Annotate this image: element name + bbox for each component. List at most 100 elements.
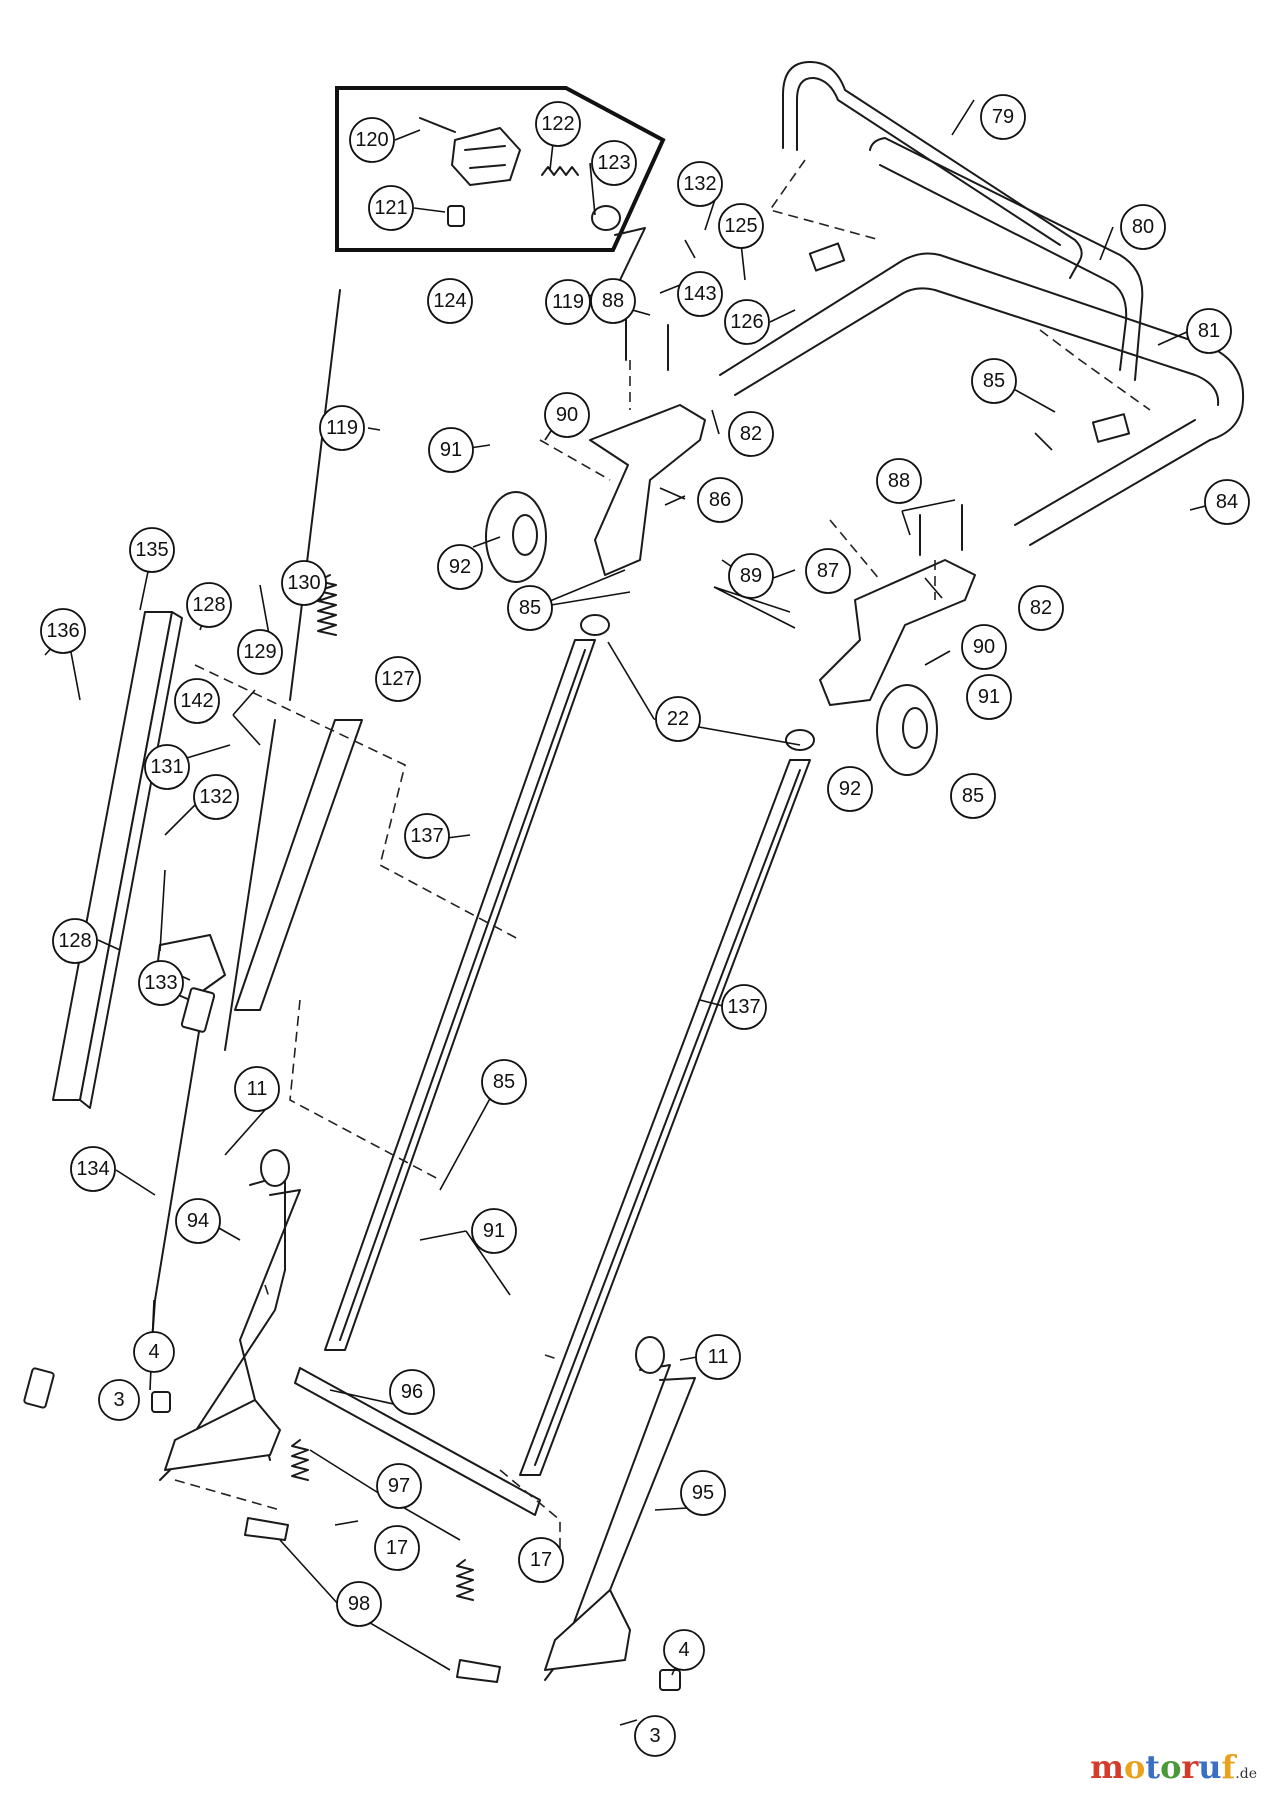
svg-text:85: 85 [962, 785, 984, 807]
callout-81: 81 [1186, 308, 1232, 354]
callout-11-left: 11 [234, 1066, 280, 1112]
svg-text:95: 95 [692, 1482, 714, 1504]
callout-17-left: 17 [374, 1525, 420, 1571]
svg-text:136: 136 [46, 620, 79, 642]
callout-121: 121 [368, 185, 414, 231]
svg-text:17: 17 [530, 1549, 552, 1571]
svg-text:137: 137 [410, 825, 443, 847]
logo-suffix: .de [1235, 1766, 1257, 1782]
callout-85-left: 85 [507, 585, 553, 631]
callout-128-lower: 128 [52, 918, 98, 964]
callout-11-right: 11 [695, 1334, 741, 1380]
svg-text:132: 132 [683, 173, 716, 195]
callout-87: 87 [805, 548, 851, 594]
svg-text:143: 143 [683, 283, 716, 305]
callout-120: 120 [349, 117, 395, 163]
svg-text:131: 131 [150, 756, 183, 778]
callout-91-left: 91 [428, 427, 474, 473]
inset-frame [335, 86, 666, 252]
logo-letter-r: r [1181, 1748, 1199, 1786]
svg-text:128: 128 [192, 594, 225, 616]
svg-text:125: 125 [724, 215, 757, 237]
svg-text:85: 85 [493, 1071, 515, 1093]
svg-text:94: 94 [187, 1210, 209, 1232]
callout-82-upper: 82 [728, 411, 774, 457]
callout-132-left: 132 [193, 774, 239, 820]
svg-text:3: 3 [649, 1725, 660, 1747]
svg-text:89: 89 [740, 565, 762, 587]
svg-text:124: 124 [433, 290, 466, 312]
svg-text:134: 134 [76, 1158, 109, 1180]
pivot-brackets [485, 314, 976, 776]
callout-132-inset: 132 [677, 161, 723, 207]
callout-119-inset: 119 [545, 279, 591, 325]
svg-text:142: 142 [180, 690, 213, 712]
svg-text:85: 85 [983, 370, 1005, 392]
motoruf-logo: motoruf.de [1090, 1748, 1257, 1786]
callout-124: 124 [427, 278, 473, 324]
callout-142: 142 [174, 678, 220, 724]
logo-letter-u: u [1198, 1748, 1222, 1786]
leader-lines [44, 99, 1218, 1726]
side-rails [324, 614, 815, 1476]
callout-130: 130 [281, 560, 327, 606]
svg-text:92: 92 [449, 556, 471, 578]
callout-92-left: 92 [437, 544, 483, 590]
left-controls [23, 289, 521, 1409]
svg-text:129: 129 [243, 641, 276, 663]
upper-handle [719, 61, 1245, 546]
svg-text:88: 88 [888, 470, 910, 492]
callout-22: 22 [655, 696, 701, 742]
callout-3-right: 3 [634, 1715, 676, 1757]
callout-125: 125 [718, 203, 764, 249]
callout-137-left: 137 [404, 813, 450, 859]
callout-98: 98 [336, 1581, 382, 1627]
svg-text:127: 127 [381, 668, 414, 690]
svg-text:135: 135 [135, 539, 168, 561]
callout-128-upper: 128 [186, 582, 232, 628]
callout-95: 95 [680, 1470, 726, 1516]
callout-85-upper: 85 [971, 358, 1017, 404]
callout-131: 131 [144, 744, 190, 790]
svg-text:3: 3 [113, 1389, 124, 1411]
callout-122: 122 [535, 101, 581, 147]
callout-91-lower: 91 [471, 1208, 517, 1254]
inset-parts [419, 117, 646, 281]
logo-letter-t: t [1145, 1748, 1161, 1786]
callout-84: 84 [1204, 479, 1250, 525]
logo-letter-m: m [1090, 1748, 1124, 1786]
callout-119-cable: 119 [319, 405, 365, 451]
callout-90-right: 90 [961, 624, 1007, 670]
svg-text:22: 22 [667, 708, 689, 730]
svg-text:90: 90 [973, 636, 995, 658]
svg-text:133: 133 [144, 972, 177, 994]
svg-text:88: 88 [602, 290, 624, 312]
svg-text:97: 97 [388, 1475, 410, 1497]
svg-text:86: 86 [709, 489, 731, 511]
callout-96: 96 [389, 1369, 435, 1415]
svg-text:130: 130 [287, 572, 320, 594]
svg-text:91: 91 [440, 439, 462, 461]
callout-88-right: 88 [876, 458, 922, 504]
svg-text:4: 4 [678, 1639, 689, 1661]
callout-94: 94 [175, 1198, 221, 1244]
logo-letter-o: o [1123, 1748, 1146, 1786]
callout-92-right: 92 [827, 766, 873, 812]
callout-90-left: 90 [544, 392, 590, 438]
svg-text:128: 128 [58, 930, 91, 952]
callout-4-left: 4 [133, 1331, 175, 1373]
svg-text:11: 11 [247, 1078, 268, 1100]
callout-129: 129 [237, 629, 283, 675]
svg-text:122: 122 [541, 113, 574, 135]
svg-text:126: 126 [730, 311, 763, 333]
svg-text:4: 4 [148, 1341, 159, 1363]
callout-135: 135 [129, 527, 175, 573]
callout-126: 126 [724, 299, 770, 345]
svg-text:119: 119 [326, 417, 358, 439]
logo-letter-o2: o [1160, 1748, 1182, 1786]
svg-text:119: 119 [552, 291, 584, 313]
svg-text:85: 85 [519, 597, 541, 619]
callout-80: 80 [1120, 204, 1166, 250]
svg-text:91: 91 [483, 1220, 505, 1242]
callout-85-right: 85 [950, 773, 996, 819]
